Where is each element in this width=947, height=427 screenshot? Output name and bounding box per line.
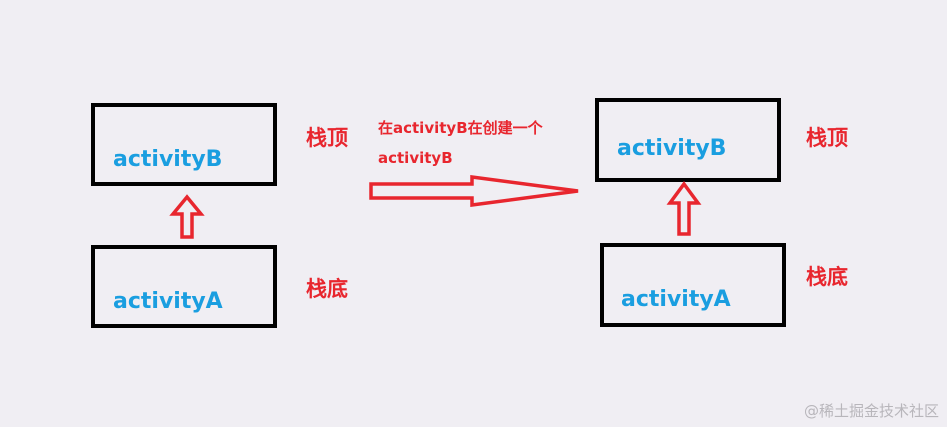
left-bottom-tag: 栈底 [306, 277, 348, 301]
transition-caption-line2: activityB [378, 149, 453, 167]
right-bottom-box: activityA [600, 243, 786, 327]
transition-caption-line1: 在activityB在创建一个 [378, 119, 543, 137]
left-bottom-box-label: activityA [113, 289, 223, 314]
left-top-box-label: activityB [113, 147, 223, 172]
left-bottom-box: activityA [91, 245, 277, 328]
right-transition-arrow [369, 175, 579, 207]
right-bottom-tag: 栈底 [806, 265, 848, 289]
right-top-tag: 栈顶 [806, 126, 848, 150]
watermark: @稀土掘金技术社区 [803, 402, 939, 420]
right-top-box: activityB [595, 98, 781, 182]
right-up-arrow [666, 181, 702, 236]
right-top-box-label: activityB [617, 136, 727, 161]
left-up-arrow [169, 194, 205, 239]
right-bottom-box-label: activityA [621, 287, 731, 312]
left-top-box: activityB [91, 103, 277, 186]
left-top-tag: 栈顶 [306, 126, 348, 150]
